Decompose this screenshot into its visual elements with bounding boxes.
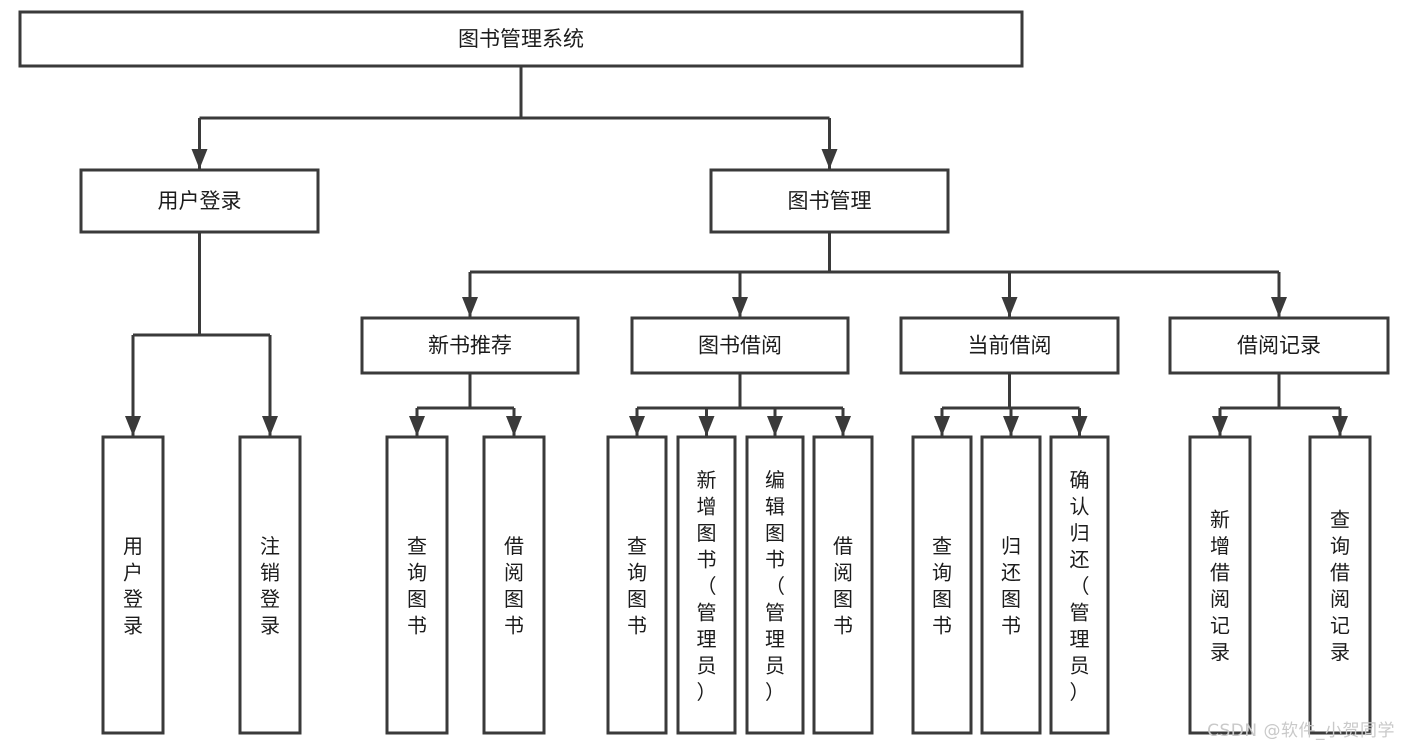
leaf-node-rect[interactable] bbox=[812, 435, 874, 735]
level3-node-2[interactable]: 图书借阅 bbox=[630, 316, 850, 375]
leaf-node-8[interactable]: 借阅图书 bbox=[812, 435, 874, 735]
level3-node-label: 图书借阅 bbox=[698, 334, 782, 358]
leaf-node-rect[interactable] bbox=[385, 435, 449, 735]
leaf-node-label: 确认归还（管理员） bbox=[1070, 468, 1090, 704]
arrow-head-icon bbox=[1003, 416, 1019, 436]
leaf-node-label: 借阅图书 bbox=[504, 534, 524, 638]
leaf-node-rect[interactable] bbox=[980, 435, 1042, 735]
leaf-node-12[interactable]: 新增借阅记录 bbox=[1188, 435, 1252, 735]
arrow-head-icon bbox=[262, 416, 278, 436]
leaf-node-label: 注销登录 bbox=[260, 534, 280, 638]
level2-node-rect[interactable] bbox=[709, 168, 950, 234]
leaf-node-9[interactable]: 查询图书 bbox=[911, 435, 973, 735]
leaf-node-label: 新增借阅记录 bbox=[1210, 508, 1230, 665]
leaf-node-label: 查询图书 bbox=[627, 534, 647, 638]
level3-node-label: 新书推荐 bbox=[428, 334, 512, 358]
leaf-node-label: 查询图书 bbox=[407, 534, 427, 638]
leaf-node-1[interactable]: 用户登录 bbox=[101, 435, 165, 735]
arrow-head-icon bbox=[934, 416, 950, 436]
leaf-node-3[interactable]: 查询图书 bbox=[385, 435, 449, 735]
arrow-head-icon bbox=[125, 416, 141, 436]
leaf-node-10[interactable]: 归还图书 bbox=[980, 435, 1042, 735]
leaf-node-label: 归还图书 bbox=[1001, 534, 1021, 638]
level2-node-2[interactable]: 图书管理 bbox=[709, 168, 950, 234]
level3-node-rect[interactable] bbox=[630, 316, 850, 375]
arrow-head-icon bbox=[409, 416, 425, 436]
arrow-head-icon bbox=[821, 149, 838, 169]
arrow-head-icon bbox=[1001, 297, 1018, 317]
level3-node-label: 借阅记录 bbox=[1237, 334, 1321, 358]
arrow-head-icon bbox=[1332, 416, 1348, 436]
arrow-head-icon bbox=[732, 297, 748, 317]
level3-node-3[interactable]: 当前借阅 bbox=[899, 316, 1120, 375]
arrow-head-icon bbox=[191, 149, 208, 169]
leaf-node-2[interactable]: 注销登录 bbox=[238, 435, 302, 735]
level3-node-rect[interactable] bbox=[360, 316, 580, 375]
leaf-node-11[interactable]: 确认归还（管理员） bbox=[1049, 435, 1110, 735]
level3-node-label: 当前借阅 bbox=[968, 334, 1052, 358]
leaf-node-6[interactable]: 新增图书（管理员） bbox=[676, 435, 737, 735]
leaf-node-7[interactable]: 编辑图书（管理员） bbox=[745, 435, 805, 735]
boxes-layer: 图书管理系统用户登录图书管理新书推荐图书借阅当前借阅借阅记录用户登录注销登录查询… bbox=[18, 10, 1390, 735]
leaf-node-4[interactable]: 借阅图书 bbox=[482, 435, 546, 735]
root-node-label: 图书管理系统 bbox=[458, 27, 584, 51]
root-node-1[interactable]: 图书管理系统 bbox=[18, 10, 1024, 68]
arrow-head-icon bbox=[1271, 297, 1287, 317]
arrow-head-icon bbox=[629, 416, 645, 436]
level2-node-label: 图书管理 bbox=[788, 189, 872, 213]
leaf-node-13[interactable]: 查询借阅记录 bbox=[1308, 435, 1372, 735]
leaf-node-rect[interactable] bbox=[676, 435, 737, 735]
arrow-head-icon bbox=[1212, 416, 1228, 436]
leaf-node-label: 查询借阅记录 bbox=[1330, 508, 1350, 665]
leaf-node-label: 编辑图书（管理员） bbox=[765, 468, 785, 704]
level3-node-rect[interactable] bbox=[899, 316, 1120, 375]
leaf-node-rect[interactable] bbox=[606, 435, 668, 735]
arrow-head-icon bbox=[462, 297, 478, 317]
leaf-node-5[interactable]: 查询图书 bbox=[606, 435, 668, 735]
level3-node-1[interactable]: 新书推荐 bbox=[360, 316, 580, 375]
leaf-node-label: 新增图书（管理员） bbox=[697, 468, 717, 704]
level2-node-1[interactable]: 用户登录 bbox=[79, 168, 320, 234]
leaf-node-rect[interactable] bbox=[238, 435, 302, 735]
level3-node-4[interactable]: 借阅记录 bbox=[1168, 316, 1390, 375]
level2-node-rect[interactable] bbox=[79, 168, 320, 234]
arrow-head-icon bbox=[835, 416, 851, 436]
leaf-node-rect[interactable] bbox=[911, 435, 973, 735]
arrow-head-icon bbox=[1071, 416, 1088, 436]
leaf-node-rect[interactable] bbox=[482, 435, 546, 735]
leaf-node-rect[interactable] bbox=[1188, 435, 1252, 735]
level3-node-rect[interactable] bbox=[1168, 316, 1390, 375]
arrow-head-icon bbox=[698, 416, 715, 436]
level2-node-label: 用户登录 bbox=[158, 189, 242, 213]
leaf-node-rect[interactable] bbox=[101, 435, 165, 735]
leaf-node-label: 查询图书 bbox=[932, 534, 952, 638]
arrow-head-icon bbox=[506, 416, 522, 436]
connectors-layer bbox=[125, 66, 1348, 436]
arrow-head-icon bbox=[767, 416, 783, 436]
leaf-node-rect[interactable] bbox=[1308, 435, 1372, 735]
leaf-node-rect[interactable] bbox=[1049, 435, 1110, 735]
leaf-node-label: 借阅图书 bbox=[833, 534, 853, 638]
leaf-node-label: 用户登录 bbox=[123, 534, 143, 638]
leaf-node-rect[interactable] bbox=[745, 435, 805, 735]
root-node-rect[interactable] bbox=[18, 10, 1024, 68]
